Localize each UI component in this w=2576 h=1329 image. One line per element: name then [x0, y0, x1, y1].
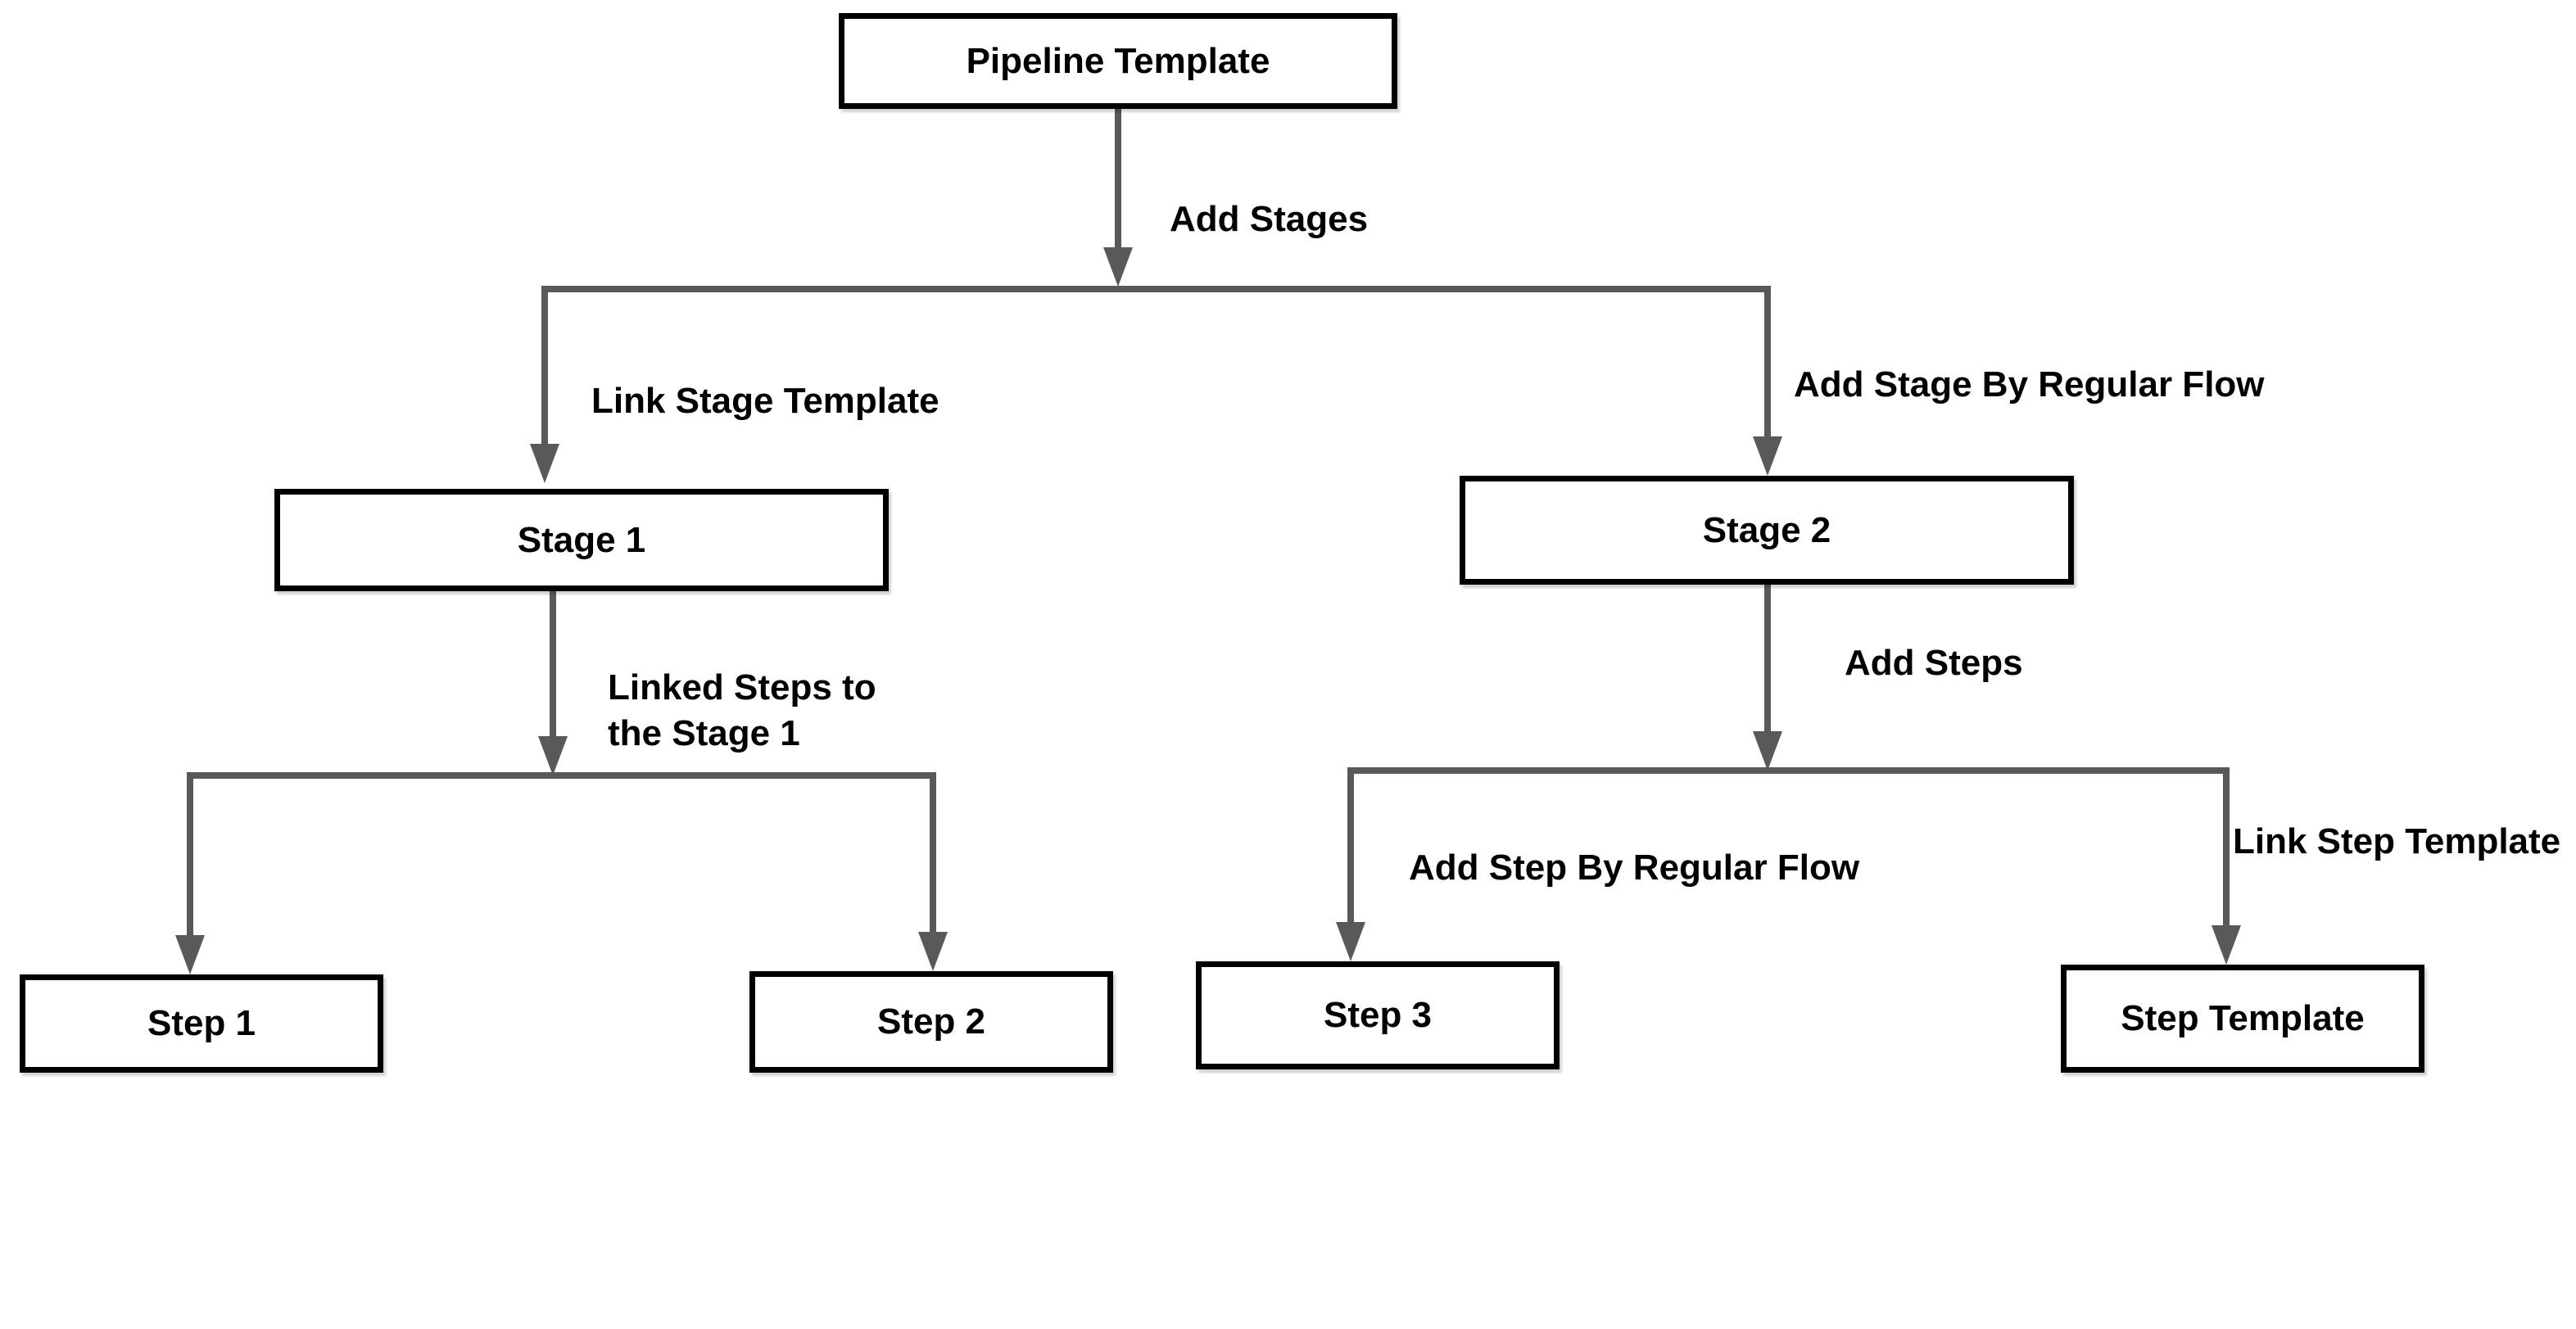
- arrowhead-icon: [2212, 925, 2241, 965]
- node-step-2: Step 2: [749, 971, 1113, 1073]
- arrowhead-icon: [1753, 731, 1782, 771]
- arrowhead-icon: [918, 932, 948, 971]
- node-label: Stage 1: [517, 519, 646, 560]
- edge-label-add-step-by-regular-flow: Add Step By Regular Flow: [1409, 848, 1860, 888]
- arrowhead-icon: [530, 444, 559, 483]
- node-label: Step 1: [147, 1003, 256, 1043]
- edge-label-linked-steps-to-stage-1: Linked Steps to the Stage 1: [608, 667, 876, 753]
- node-label: Step 3: [1323, 995, 1433, 1035]
- edge-label-link-step-template: Link Step Template: [2233, 821, 2561, 861]
- edge-label-link-stage-template: Link Stage Template: [591, 381, 939, 421]
- edge-label-add-steps: Add Steps: [1845, 643, 2023, 683]
- arrowhead-icon: [1103, 247, 1133, 287]
- node-label: Stage 2: [1702, 509, 1831, 550]
- node-step-template: Step Template: [2061, 965, 2424, 1073]
- node-label: Pipeline Template: [966, 40, 1270, 81]
- node-label: Step 2: [876, 1001, 986, 1042]
- arrowhead-icon: [1753, 436, 1782, 476]
- edge-label-add-stage-by-regular-flow: Add Stage By Regular Flow: [1794, 364, 2265, 405]
- arrowhead-icon: [538, 736, 568, 775]
- node-step-1: Step 1: [20, 974, 383, 1073]
- node-pipeline-template: Pipeline Template: [839, 13, 1397, 109]
- edge-label-add-stages: Add Stages: [1170, 199, 1369, 239]
- node-label: Step Template: [2121, 998, 2365, 1038]
- node-stage-1: Stage 1: [274, 489, 889, 591]
- node-step-3: Step 3: [1196, 961, 1560, 1069]
- arrowhead-icon: [1336, 922, 1365, 961]
- node-stage-2: Stage 2: [1460, 476, 2074, 585]
- arrowhead-icon: [175, 935, 205, 974]
